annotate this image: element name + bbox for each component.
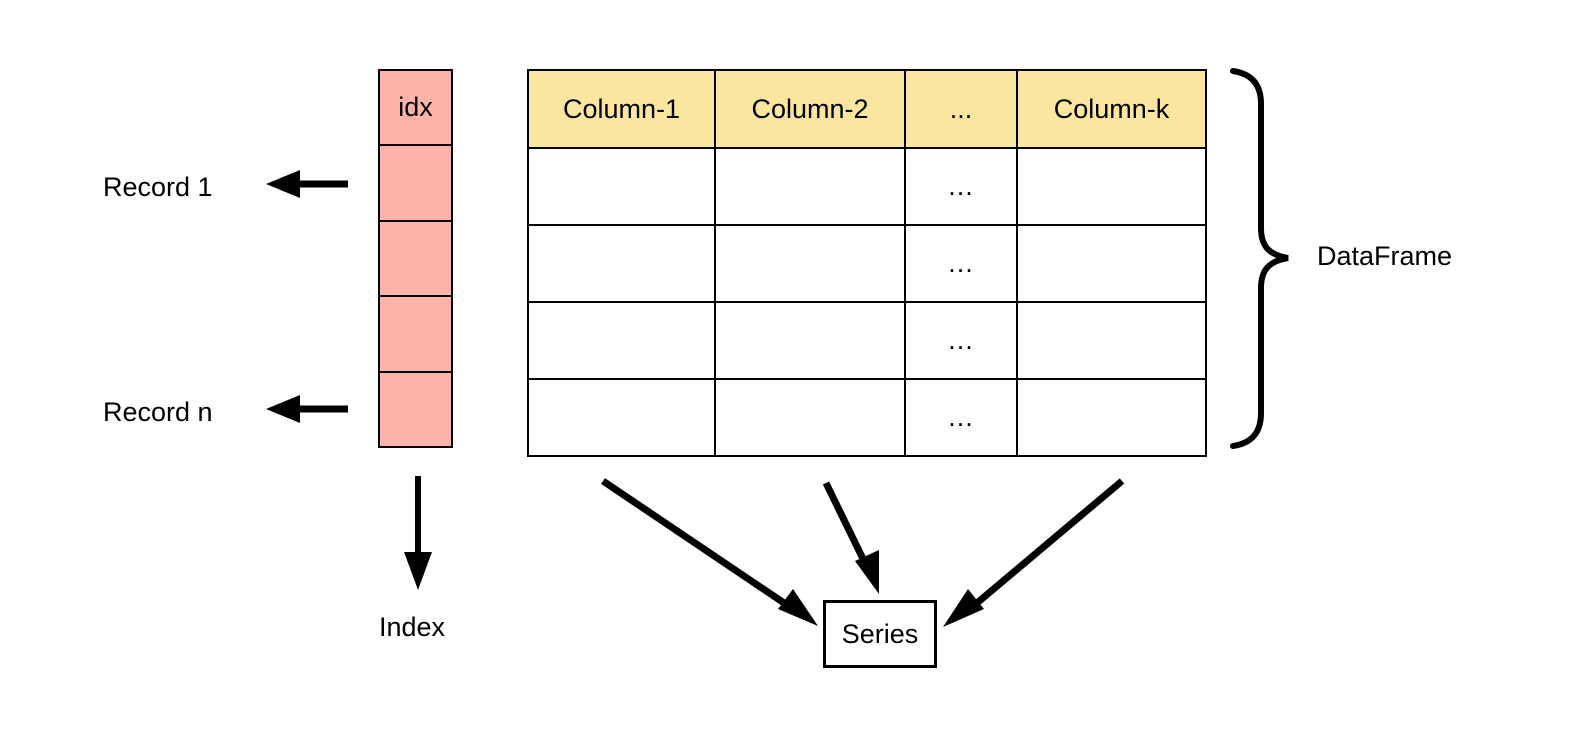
series-box: Series — [823, 600, 937, 668]
column-header-ellipsis: ... — [904, 69, 1018, 149]
cell-r3c1 — [527, 301, 716, 380]
cell-r4c1 — [527, 378, 716, 457]
cell-r2c4 — [1016, 224, 1207, 303]
series-label: Series — [841, 618, 919, 649]
index-cell-3 — [380, 297, 451, 373]
arrow-record-last — [266, 395, 348, 423]
index-cell-4 — [380, 373, 451, 446]
cell-r3c2 — [714, 301, 906, 380]
label-record-last: Record n — [103, 397, 213, 427]
index-cell-2 — [380, 222, 451, 298]
cell-r1c2 — [714, 147, 906, 226]
cell-r4c4 — [1016, 378, 1207, 457]
column-header-k: Column-k — [1016, 69, 1207, 149]
table-row: ... — [527, 147, 1207, 226]
table-header-row: Column-1 Column-2 ... Column-k — [527, 69, 1207, 149]
cell-r3c4 — [1016, 301, 1207, 380]
table-row: ... — [527, 224, 1207, 303]
cell-r2c3: ... — [904, 224, 1018, 303]
arrow-columnk-to-series — [943, 478, 1125, 627]
table-row: ... — [527, 378, 1207, 457]
column-header-2: Column-2 — [714, 69, 906, 149]
cell-r1c3: ... — [904, 147, 1018, 226]
index-column: idx — [378, 69, 453, 448]
label-index: Index — [379, 612, 446, 642]
cell-r4c2 — [714, 378, 906, 457]
arrow-index — [404, 476, 432, 590]
dataframe-table: Column-1 Column-2 ... Column-k ... ... — [527, 69, 1207, 457]
cell-r1c1 — [527, 147, 716, 226]
index-cell-1 — [380, 146, 451, 222]
cell-r2c2 — [714, 224, 906, 303]
arrow-record-first — [266, 170, 348, 198]
index-cell-header: idx — [380, 71, 451, 147]
table-body: ... ... ... ... — [527, 147, 1207, 457]
arrow-column1-to-series — [601, 478, 818, 626]
label-dataframe: DataFrame — [1317, 241, 1453, 271]
column-header-1: Column-1 — [527, 69, 716, 149]
table-row: ... — [527, 301, 1207, 380]
cell-r1c4 — [1016, 147, 1207, 226]
arrow-column2-to-series — [822, 481, 879, 594]
label-record-first: Record 1 — [103, 172, 213, 202]
cell-r3c3: ... — [904, 301, 1018, 380]
cell-r2c1 — [527, 224, 716, 303]
dataframe-brace — [1230, 68, 1289, 449]
cell-r4c3: ... — [904, 378, 1018, 457]
